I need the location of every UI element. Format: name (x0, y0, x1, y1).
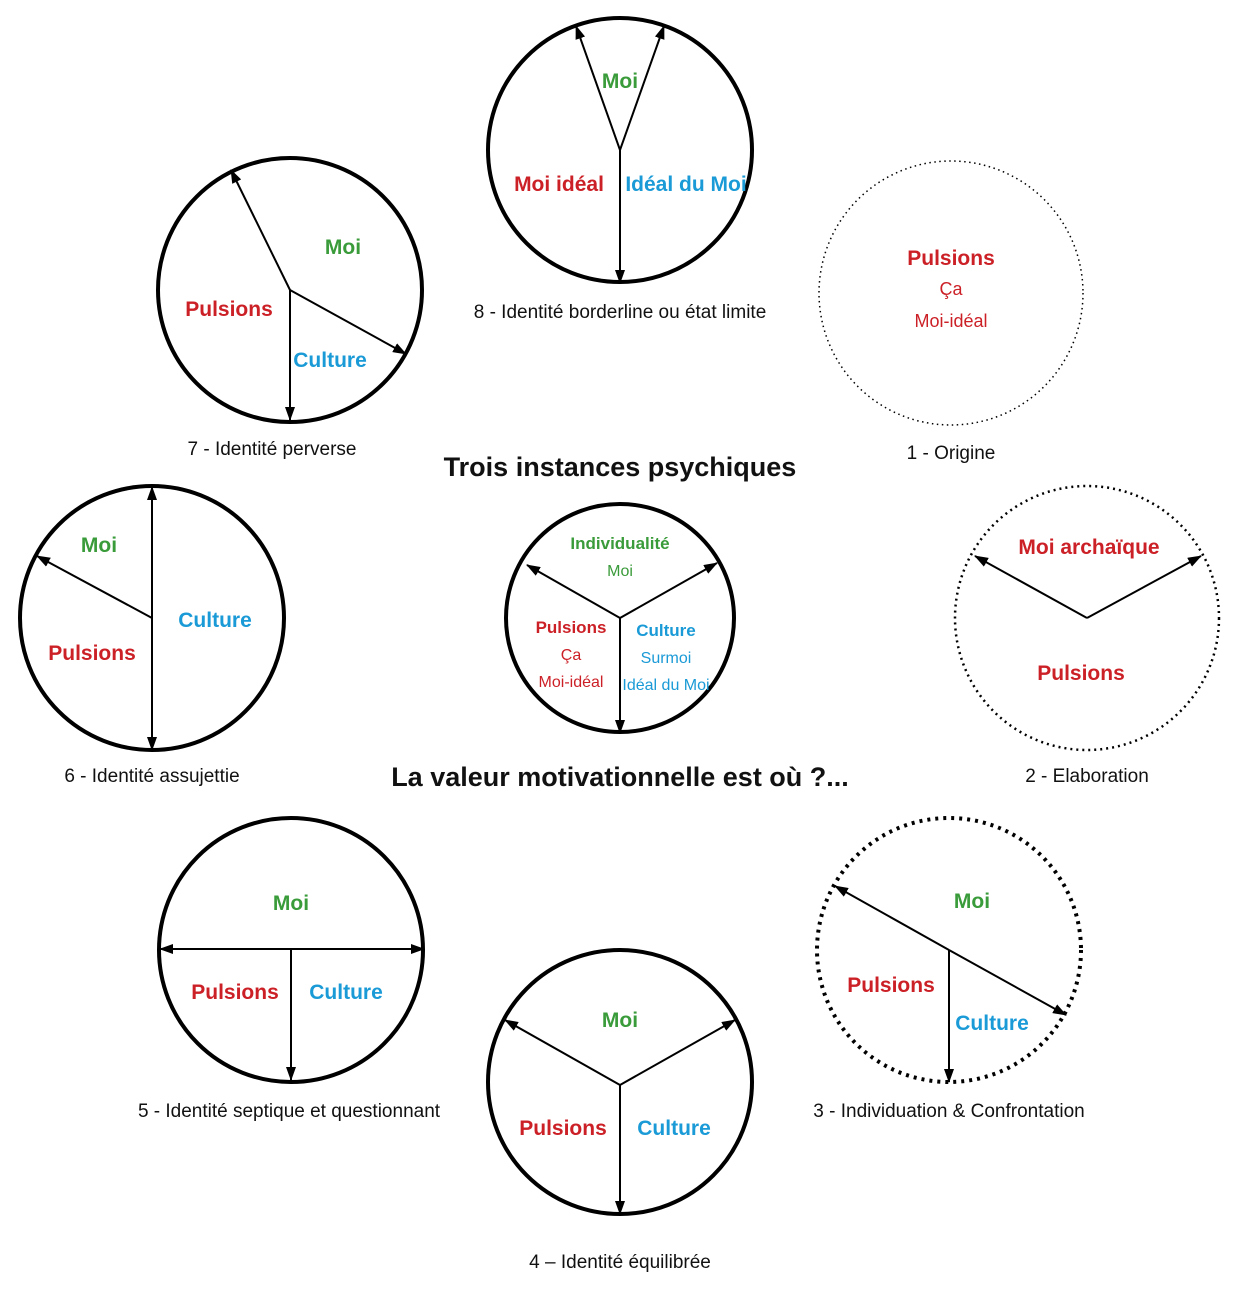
circle-1 (818, 160, 1084, 426)
diagram-1-origine: Pulsions Ça Moi-idéal 1 - Origine (818, 160, 1084, 464)
label-3-pulsions: Pulsions (847, 974, 935, 997)
label-1-ca: Ça (939, 279, 963, 299)
diagram-3-individuation: Moi Pulsions Culture 3 - Individuation &… (813, 816, 1085, 1122)
diagram-7-perverse: Moi Pulsions Culture 7 - Identité perver… (156, 156, 424, 460)
label-center-surmoi: Surmoi (641, 650, 692, 667)
diagram-8-borderline: Moi Moi idéal Idéal du Moi 8 - Identité … (474, 16, 767, 323)
label-7-culture: Culture (293, 349, 367, 372)
label-4-culture: Culture (637, 1117, 711, 1140)
label-1-moi-ideal: Moi-idéal (914, 311, 987, 331)
label-5-pulsions: Pulsions (191, 981, 279, 1004)
caption-8: 8 - Identité borderline ou état limite (474, 302, 767, 323)
label-5-culture: Culture (309, 981, 383, 1004)
label-3-culture: Culture (955, 1012, 1029, 1035)
label-2-pulsions: Pulsions (1037, 662, 1125, 685)
diagram-5-septique: Moi Pulsions Culture 5 - Identité septiq… (138, 816, 441, 1122)
caption-1: 1 - Origine (907, 443, 996, 464)
label-7-moi: Moi (325, 236, 361, 259)
caption-3: 3 - Individuation & Confrontation (813, 1101, 1084, 1122)
label-4-pulsions: Pulsions (519, 1117, 607, 1140)
caption-6: 6 - Identité assujettie (64, 766, 239, 787)
label-8-ideal-du-moi: Idéal du Moi (625, 173, 746, 196)
diagram-6-assujettie: Moi Culture Pulsions 6 - Identité assuje… (18, 484, 286, 787)
diagram-center-trois-instances: Individualité Moi Pulsions Ça Moi-idéal … (504, 502, 736, 734)
diagram-2-elaboration: Moi archaïque Pulsions 2 - Elaboration (953, 484, 1221, 787)
label-center-ca: Ça (561, 647, 582, 664)
diagram-4-equilibree: Moi Pulsions Culture 4 – Identité équili… (486, 948, 754, 1273)
label-6-pulsions: Pulsions (48, 642, 136, 665)
label-4-moi: Moi (602, 1009, 638, 1032)
title-trois-instances: Trois instances psychiques (444, 452, 797, 482)
label-center-ideal-du-moi: Idéal du Moi (622, 677, 709, 694)
label-center-culture: Culture (636, 621, 696, 640)
caption-4: 4 – Identité équilibrée (529, 1252, 711, 1273)
label-center-moi-ideal: Moi-idéal (539, 674, 604, 691)
label-2-moi-archaique: Moi archaïque (1018, 536, 1159, 559)
circle-2 (953, 484, 1221, 752)
caption-2: 2 - Elaboration (1025, 766, 1149, 787)
label-center-moi: Moi (607, 563, 633, 580)
label-center-pulsions: Pulsions (536, 618, 607, 637)
label-8-moi-ideal: Moi idéal (514, 173, 604, 196)
circle-3 (815, 816, 1083, 1084)
title-valeur-motivationnelle: La valeur motivationnelle est où ?... (391, 762, 849, 792)
label-6-culture: Culture (178, 609, 252, 632)
label-5-moi: Moi (273, 892, 309, 915)
label-1-pulsions: Pulsions (907, 247, 995, 270)
caption-7: 7 - Identité perverse (188, 439, 357, 460)
label-6-moi: Moi (81, 534, 117, 557)
label-3-moi: Moi (954, 890, 990, 913)
label-7-pulsions: Pulsions (185, 298, 273, 321)
circle-7 (156, 156, 424, 424)
caption-5: 5 - Identité septique et questionnant (138, 1101, 441, 1122)
label-center-individualite: Individualité (570, 534, 669, 553)
label-8-moi: Moi (602, 70, 638, 93)
